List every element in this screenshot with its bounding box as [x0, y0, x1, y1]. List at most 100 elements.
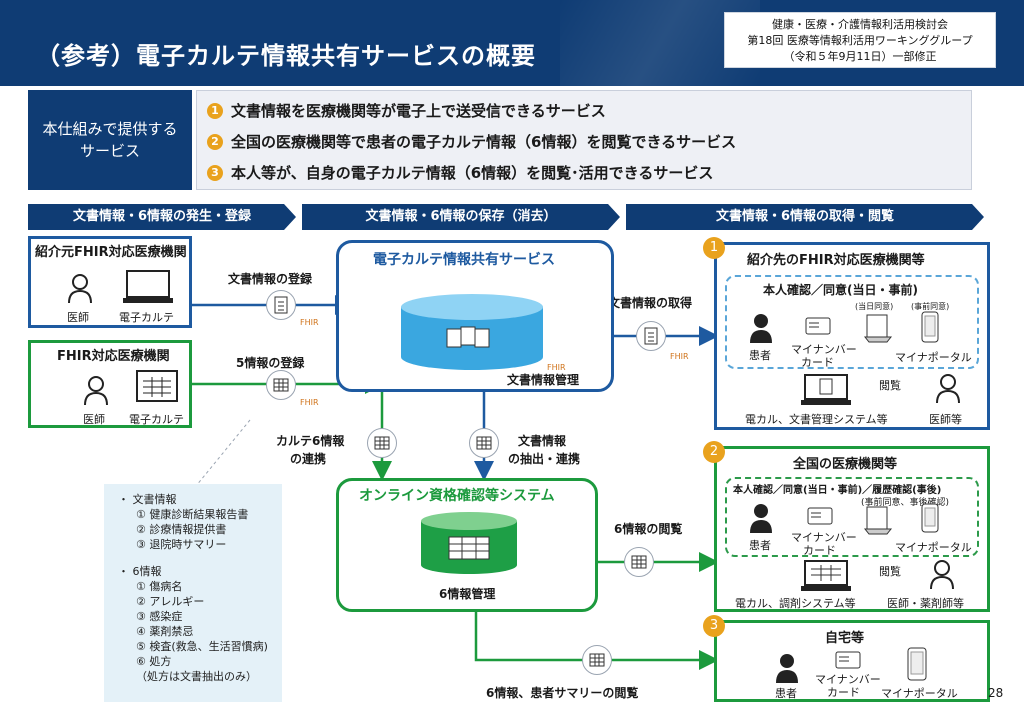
mynaportal-label: マイナポータル — [895, 541, 972, 554]
patient-view-label: 6情報、患者サマリーの閲覧 — [486, 686, 639, 700]
doc-register-label: 文書情報の登録 — [228, 272, 313, 286]
destination-number-badge: 2 — [703, 441, 725, 463]
doctor-icon — [930, 560, 954, 589]
doc-extract-label: の抽出・連携 — [508, 452, 581, 466]
note-doc-header-text: 文書情報 — [132, 493, 177, 506]
provided-services-list: 1 文書情報を医療機関等が電子上で送受信できるサービス 2 全国の医療機関等で患… — [196, 90, 972, 190]
ehr-screen-icon — [801, 560, 851, 591]
online-qualification-system: オンライン資格確認等システム 6情報管理 — [336, 478, 598, 612]
info6-register-label: 5情報の登録 — [236, 356, 305, 370]
note-info-item: （処方は文書抽出のみ） — [136, 670, 257, 683]
table-icon — [624, 547, 654, 577]
mynaportal-label: マイナポータル — [895, 351, 972, 364]
doc-management-label: 文書情報管理 — [507, 373, 580, 387]
patient-label: 患者 — [749, 539, 771, 552]
note-info-item: ⑥ 処方 — [136, 655, 172, 668]
patient-icon — [750, 314, 772, 343]
doctor-label: 医師 — [67, 311, 89, 324]
mynumber-card-icon — [807, 507, 833, 525]
note-doc-item: ① 健康診断結果報告書 — [136, 508, 249, 521]
fhir-institution-title: FHIR対応医療機関 — [57, 349, 170, 364]
advance-consent-label: (事前同意) — [911, 302, 950, 311]
dest2-consent-area: 本人確認／同意(当日・事前)／履歴確認(事後) (事前同意、事後確認) 患者 マ… — [725, 477, 979, 557]
mynumber-card-label: カード — [803, 544, 836, 557]
phase-banner-view: 文書情報・6情報の取得・閲覧 — [626, 204, 984, 230]
database-icon — [421, 512, 517, 574]
mynumber-card-label: カード — [801, 356, 834, 369]
smartphone-icon — [907, 647, 927, 681]
patient-icon — [776, 654, 798, 683]
phase-banner-register: 文書情報・6情報の発生・登録 — [28, 204, 296, 230]
dest1-auth-title: 本人確認／同意(当日・事前) — [763, 283, 918, 297]
arrow-patient-view — [474, 612, 719, 670]
note-pointer — [195, 419, 251, 487]
note-doc-header: ・ 文書情報 — [118, 493, 177, 506]
ehr-label: 電子カルテ — [119, 311, 174, 324]
patient-label: 患者 — [775, 687, 797, 700]
view-label: 閲覧 — [879, 379, 901, 392]
provided-services-label-line: 本仕組みで提供する — [42, 120, 178, 138]
karte-link-label: カルテ6情報 — [276, 434, 345, 448]
note-info-item: ③ 感染症 — [136, 610, 183, 623]
note-info-item: ① 傷病名 — [136, 580, 183, 593]
doctor-icon — [936, 374, 960, 403]
info-definition-note: ・ 文書情報 ① 健康診断結果報告書 ② 診療情報提供書 ③ 退院時サマリー ・… — [104, 484, 282, 702]
note-info-header-text: 6情報 — [132, 565, 162, 578]
meeting-info-line: 第18回 医療等情報利活用ワーキンググループ — [747, 34, 973, 47]
mynumber-card-label: マイナンバー — [815, 673, 881, 686]
service-number-badge: 2 — [207, 133, 223, 150]
dest1-consent-area: 本人確認／同意(当日・事前) (当日同意) (事前同意) 患者 マイナンバー カ… — [725, 275, 979, 369]
fhir-flame-tag: FHIR — [300, 398, 319, 407]
info6-management-label: 6情報管理 — [439, 587, 496, 601]
doctor-label: 医師 — [83, 413, 105, 426]
database-icon — [401, 294, 543, 370]
same-day-consent-label: (当日同意) — [855, 302, 894, 311]
ehr-service-title: 電子カルテ情報共有サービス — [373, 252, 555, 268]
note-info-item: ⑤ 検査(救急、生活習慣病) — [136, 640, 268, 653]
service-item-text: 全国の医療機関等で患者の電子カルテ情報（6情報）を閲覧できるサービス — [231, 133, 737, 151]
destination-nationwide-institutions: 2 全国の医療機関等 本人確認／同意(当日・事前)／履歴確認(事後) (事前同意… — [703, 441, 990, 612]
document-icon — [266, 290, 296, 320]
table-icon — [367, 428, 397, 458]
dest3-title: 自宅等 — [825, 631, 865, 646]
note-doc-item: ③ 退院時サマリー — [136, 538, 227, 551]
mynaportal-label: マイナポータル — [881, 687, 958, 700]
service-item-text: 本人等が、自身の電子カルテ情報（6情報）を閲覧･活用できるサービス — [231, 164, 714, 182]
card-reader-icon — [863, 506, 893, 535]
service-number-badge: 1 — [207, 102, 223, 119]
karte-link-label: の連携 — [290, 452, 327, 466]
page-title: （参考）電子カルテ情報共有サービスの概要 — [36, 42, 536, 70]
view-label: 閲覧 — [879, 565, 901, 578]
doctor-icon — [84, 376, 108, 405]
info6-view-label: 6情報の閲覧 — [614, 522, 683, 536]
referrer-fhir-title: 紹介元FHIR対応医療機関 — [35, 245, 187, 260]
ehr-screen-icon — [136, 370, 178, 402]
note-info-item: ② アレルギー — [136, 595, 205, 608]
mynumber-card-label: カード — [827, 686, 860, 699]
dest2-title: 全国の医療機関等 — [793, 457, 898, 472]
service-number-badge: 3 — [207, 164, 223, 181]
destination-referral-fhir: 1 紹介先のFHIR対応医療機関等 本人確認／同意(当日・事前) (当日同意) … — [703, 237, 990, 430]
computer-icon — [123, 270, 173, 303]
note-spacer — [118, 552, 282, 564]
service-item: 2 全国の医療機関等で患者の電子カルテ情報（6情報）を閲覧できるサービス — [207, 131, 736, 152]
advance-consent-label: (事前同意、事後確認) — [861, 498, 950, 508]
meeting-info-line: 健康・医療・介護情報利活用検討会 — [772, 18, 948, 31]
smartphone-icon — [921, 311, 939, 343]
dest2-auth-title: 本人確認／同意(当日・事前)／履歴確認(事後) — [733, 485, 942, 496]
fhir-flame-tag: FHIR — [300, 318, 319, 327]
computer-icon — [801, 374, 851, 405]
fhir-flame-tag: FHIR — [670, 352, 689, 361]
card-reader-icon — [863, 314, 893, 343]
destination-number-badge: 3 — [703, 615, 725, 637]
note-doc-item: ② 診療情報提供書 — [136, 523, 227, 536]
table-icon — [469, 428, 499, 458]
mynumber-card-icon — [805, 317, 831, 335]
service-item: 1 文書情報を医療機関等が電子上で送受信できるサービス — [207, 100, 606, 121]
note-info-item: ④ 薬剤禁忌 — [136, 625, 194, 638]
service-item: 3 本人等が、自身の電子カルテ情報（6情報）を閲覧･活用できるサービス — [207, 162, 713, 183]
doc-extract-label: 文書情報 — [518, 434, 567, 448]
patient-icon — [750, 504, 772, 533]
destination-home: 3 自宅等 患者 マイナンバー カード マイナポータル — [703, 615, 990, 702]
destination-number-badge: 1 — [703, 237, 725, 259]
